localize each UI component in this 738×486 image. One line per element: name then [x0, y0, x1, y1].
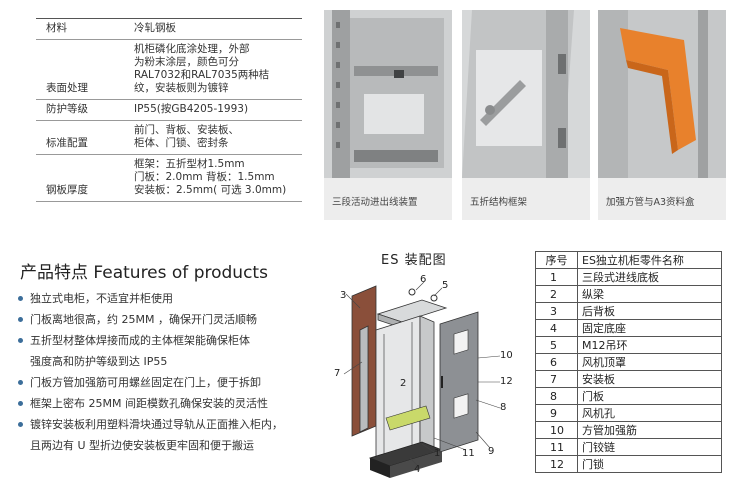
part-name: 三段式进线底板: [577, 268, 722, 286]
spec-value: IP55(按GB4205-1993): [132, 99, 302, 121]
feature-item: 门板离地很高，约 25MM ，确保开门灵活顺畅: [18, 309, 334, 330]
callout-7: 7: [334, 368, 341, 379]
part-index: 1: [535, 268, 578, 286]
parts-header-index: 序号: [535, 251, 578, 269]
features-list: 独立式电柜，不适宜并柜使用 门板离地很高，约 25MM ，确保开门灵活顺畅 五折…: [18, 288, 334, 456]
part-name: 门铰链: [577, 438, 722, 456]
feature-item: 五折型材整体焊接而成的主体框架能确保柜体: [18, 330, 334, 351]
spec-label: 材料: [36, 18, 132, 40]
assembly-diagram: 3 6 5 7 10 12 8 4 1 11 9 2: [330, 268, 530, 482]
spec-value: 机柜磷化底涂处理，外部 为粉末涂层，颜色可分 RAL7032和RAL7035两种…: [132, 39, 302, 100]
reinforcement-photo: [598, 10, 726, 178]
spec-table: 材料 冷轧钢板 表面处理 机柜磷化底涂处理，外部 为粉末涂层，颜色可分 RAL7…: [36, 18, 302, 202]
part-name: 门板: [577, 387, 722, 405]
callout-1: 1: [434, 448, 441, 459]
feature-item: 镀锌安装板利用塑料滑块通过导轨从正面推入柜内，: [18, 414, 334, 435]
callout-9: 9: [488, 446, 495, 457]
part-name: 风机孔: [577, 404, 722, 422]
spec-value: 冷轧钢板: [132, 18, 302, 40]
parts-header-row: 序号 ES独立机柜零件名称: [535, 251, 722, 269]
part-name: 纵梁: [577, 285, 722, 303]
part-index: 11: [535, 438, 578, 456]
callout-2: 2: [400, 378, 407, 389]
callout-4: 4: [414, 464, 421, 475]
part-name: 固定底座: [577, 319, 722, 337]
photo-panel-frame: 五折结构框架: [462, 10, 590, 220]
features-title: 产品特点 Features of products: [20, 263, 268, 283]
part-name: M12吊环: [577, 336, 722, 354]
exploded-cabinet-drawing: [343, 281, 501, 478]
callout-10: 10: [500, 350, 513, 361]
part-index: 5: [535, 336, 578, 354]
spec-row-standard: 标准配置 前门、背板、安装板、 柜体、门锁、密封条: [36, 120, 302, 155]
part-index: 7: [535, 370, 578, 388]
spec-value: 框架：五折型材1.5mm 门板：2.0mm 背板：1.5mm 安装板：2.5mm…: [132, 154, 302, 202]
spec-label: 标准配置: [36, 120, 132, 155]
part-index: 3: [535, 302, 578, 320]
part-name: 方管加强筋: [577, 421, 722, 439]
assembly-title: ES 装配图: [381, 253, 447, 268]
panel-caption: 加强方管与A3资料盒: [606, 197, 695, 208]
spec-value: 前门、背板、安装板、 柜体、门锁、密封条: [132, 120, 302, 155]
callout-3: 3: [340, 290, 347, 301]
spec-row-material: 材料 冷轧钢板: [36, 18, 302, 40]
spec-row-surface: 表面处理 机柜磷化底涂处理，外部 为粉末涂层，颜色可分 RAL7032和RAL7…: [36, 39, 302, 100]
feature-item-continued: 且两边有 U 型折边使安装板更牢固和便于搬运: [30, 439, 255, 452]
photo-panel-reinforcement: 加强方管与A3资料盒: [598, 10, 726, 220]
part-index: 4: [535, 319, 578, 337]
feature-item: 框架上密布 25MM 间距模数孔确保安装的灵活性: [18, 393, 334, 414]
spec-row-thickness: 钢板厚度 框架：五折型材1.5mm 门板：2.0mm 背板：1.5mm 安装板：…: [36, 154, 302, 202]
part-index: 9: [535, 404, 578, 422]
spec-label: 钢板厚度: [36, 154, 132, 202]
part-name: 风机顶罩: [577, 353, 722, 371]
callout-5: 5: [442, 280, 449, 291]
spec-label: 表面处理: [36, 39, 132, 100]
part-index: 12: [535, 455, 578, 473]
feature-item: 门板方管加强筋可用螺丝固定在门上，便于拆卸: [18, 372, 334, 393]
photo-panel-cable-entry: 三段活动进出线装置: [324, 10, 452, 220]
callout-11: 11: [462, 448, 475, 459]
callout-6: 6: [420, 274, 427, 285]
part-name: 门锁: [577, 455, 722, 473]
part-index: 8: [535, 387, 578, 405]
part-name: 安装板: [577, 370, 722, 388]
panel-caption: 三段活动进出线装置: [332, 197, 418, 208]
feature-item-continued: 强度高和防护等级到达 IP55: [30, 355, 168, 368]
cable-entry-photo: [324, 10, 452, 178]
callout-8: 8: [500, 402, 507, 413]
spec-label: 防护等级: [36, 99, 132, 121]
callout-12: 12: [500, 376, 513, 387]
part-index: 10: [535, 421, 578, 439]
part-index: 6: [535, 353, 578, 371]
panel-caption: 五折结构框架: [470, 197, 528, 208]
spec-row-protection: 防护等级 IP55(按GB4205-1993): [36, 99, 302, 121]
part-name: 后背板: [577, 302, 722, 320]
feature-item: 独立式电柜，不适宜并柜使用: [18, 288, 334, 309]
parts-header-name: ES独立机柜零件名称: [577, 251, 722, 269]
frame-photo: [462, 10, 590, 178]
part-index: 2: [535, 285, 578, 303]
